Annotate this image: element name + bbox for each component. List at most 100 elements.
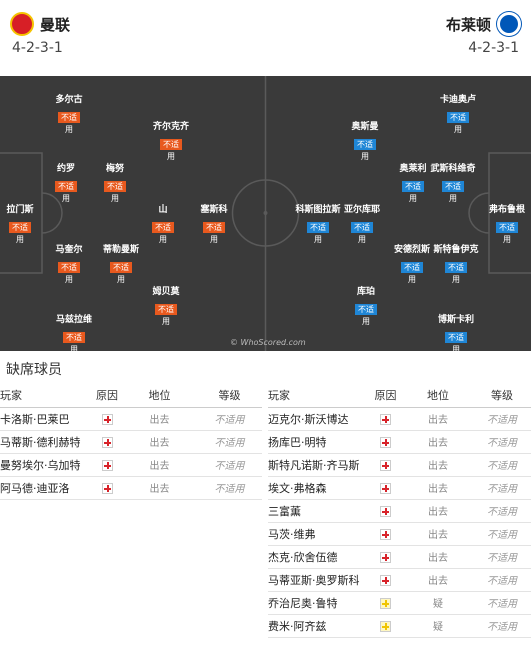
level-cell: 不适用 (473, 591, 531, 615)
away-player[interactable]: 奥斯曼不适用 (351, 122, 379, 161)
home-formation: 4-2-3-1 (12, 40, 63, 56)
level-cell: 不适用 (473, 453, 531, 477)
col-player: 玩家 (0, 383, 92, 408)
status-cell: 出去 (122, 453, 197, 477)
level-cell: 不适用 (473, 476, 531, 500)
away-team-name: 布莱顿 (445, 15, 491, 34)
col-player: 玩家 (268, 383, 368, 408)
away-player[interactable]: 库珀不适用 (355, 287, 377, 326)
away-player[interactable]: 安德烈斯不适用 (393, 245, 430, 284)
away-goalkeeper[interactable]: 弗布鲁根不适用 (488, 205, 525, 244)
absent-player-name: 阿马德·迪亚洛 (0, 476, 92, 500)
away-player[interactable]: 武斯科维奇不适用 (430, 164, 476, 203)
absent-player-name: 费米·阿齐兹 (268, 614, 368, 638)
col-status: 地位 (403, 383, 473, 408)
brighton-crest-icon (497, 12, 521, 36)
absent-player-name: 斯特凡诺斯·齐马斯 (268, 453, 368, 477)
col-status: 地位 (122, 383, 197, 408)
absent-player-name: 扬库巴·明特 (268, 430, 368, 454)
col-reason: 原因 (368, 383, 403, 408)
home-player[interactable]: 马奎尔不适用 (55, 245, 83, 284)
table-row[interactable]: 迈克尔·斯沃博达 出去不适用 (268, 407, 531, 431)
manchester-united-crest-icon (10, 12, 34, 36)
status-cell: 出去 (403, 453, 473, 477)
home-player[interactable]: 蒂勒曼斯不适用 (102, 245, 139, 284)
away-player[interactable]: 博斯卡利不适用 (437, 315, 474, 351)
away-player[interactable]: 亚尔库耶不适用 (343, 205, 380, 244)
home-player[interactable]: 马兹拉维不适用 (55, 315, 92, 351)
home-player[interactable]: 塞斯科不适用 (200, 205, 228, 244)
home-player[interactable]: 齐尔克齐不适用 (152, 122, 189, 161)
reason-cell (368, 568, 403, 592)
away-formation: 4-2-3-1 (468, 40, 519, 56)
away-player[interactable]: 科斯图拉斯不适用 (295, 205, 341, 244)
injury-icon (380, 551, 391, 563)
table-row[interactable]: 马茨·维弗出去不适用 (268, 522, 531, 546)
absent-players-title: 缺席球员 (6, 362, 62, 378)
table-row[interactable]: 马蒂斯·德利赫特 出去不适用 (0, 430, 262, 454)
status-cell: 疑 (403, 591, 473, 615)
home-team-name: 曼联 (40, 15, 71, 34)
injury-icon (380, 459, 391, 471)
reason-cell (92, 453, 122, 477)
home-player[interactable]: 约罗不适用 (55, 164, 77, 203)
table-row[interactable]: 三富薫出去不适用 (268, 499, 531, 523)
status-cell: 出去 (403, 476, 473, 500)
absent-player-name: 马茨·维弗 (268, 522, 368, 546)
injury-icon (380, 413, 391, 425)
table-row[interactable]: 扬库巴·明特出去不适用 (268, 430, 531, 454)
table-row[interactable]: 杰克·欣舍伍德出去不适用 (268, 545, 531, 569)
status-cell: 出去 (122, 430, 197, 454)
table-row[interactable]: 马蒂亚斯·奥罗斯科出去不适用 (268, 568, 531, 592)
table-header-row: 玩家 原因 地位 等级 (268, 383, 531, 408)
table-row[interactable]: 卡洛斯·巴莱巴出去不适用 (0, 407, 262, 431)
home-goalkeeper[interactable]: 拉门斯不适用 (6, 205, 34, 244)
watermark: © WhoScored.com (230, 338, 306, 347)
home-player[interactable]: 多尔古不适用 (55, 95, 83, 134)
injury-icon (101, 413, 113, 425)
reason-cell (368, 407, 403, 431)
status-cell: 出去 (403, 407, 473, 431)
reason-cell (368, 591, 403, 615)
table-row[interactable]: 阿马德·迪亚洛 出去不适用 (0, 476, 262, 500)
home-team[interactable]: 曼联 (10, 12, 76, 36)
injury-icon (380, 505, 391, 517)
absent-player-name: 杰克·欣舍伍德 (268, 545, 368, 569)
home-player[interactable]: 山不适用 (133, 202, 193, 245)
away-player[interactable]: 斯特鲁伊克不适用 (433, 245, 479, 284)
injury-icon (380, 436, 391, 448)
reason-cell (368, 499, 403, 523)
absent-player-name: 迈克尔·斯沃博达 (268, 407, 368, 431)
pitch-lines (0, 76, 531, 351)
status-cell: 出去 (403, 499, 473, 523)
level-cell: 不适用 (197, 476, 262, 500)
reason-cell (92, 430, 122, 454)
table-row[interactable]: 乔治尼奥·鲁特疑不适用 (268, 591, 531, 615)
level-cell: 不适用 (197, 430, 262, 454)
level-cell: 不适用 (473, 407, 531, 431)
status-cell: 出去 (403, 545, 473, 569)
table-row[interactable]: 曼努埃尔·乌加特出去不适用 (0, 453, 262, 477)
doubt-icon (380, 597, 391, 609)
reason-cell (368, 522, 403, 546)
away-team[interactable]: 布莱顿 (440, 12, 521, 36)
absent-player-name: 马蒂斯·德利赫特 (0, 430, 92, 454)
table-row[interactable]: 埃文·弗格森出去不适用 (268, 476, 531, 500)
absent-player-name: 三富薫 (268, 499, 368, 523)
level-cell: 不适用 (473, 522, 531, 546)
home-player[interactable]: 梅努不适用 (104, 164, 126, 203)
away-player[interactable]: 卡迪奥卢不适用 (439, 95, 476, 134)
level-cell: 不适用 (197, 407, 262, 431)
away-player[interactable]: 奥莱利不适用 (399, 164, 427, 203)
home-player[interactable]: 姆贝莫不适用 (152, 287, 180, 326)
table-row[interactable]: 费米·阿齐兹 疑不适用 (268, 614, 531, 638)
table-row[interactable]: 斯特凡诺斯·齐马斯 出去不适用 (268, 453, 531, 477)
match-header: 曼联 4-2-3-1 布莱顿 4-2-3-1 (0, 0, 531, 76)
away-absent-table: 玩家 原因 地位 等级 迈克尔·斯沃博达出去不适用扬库巴·明特出去不适用斯特凡诺… (268, 383, 531, 638)
reason-cell (368, 614, 403, 638)
level-cell: 不适用 (473, 568, 531, 592)
level-cell: 不适用 (473, 614, 531, 638)
status-cell: 疑 (403, 614, 473, 638)
reason-cell (368, 545, 403, 569)
status-cell: 出去 (122, 476, 197, 500)
